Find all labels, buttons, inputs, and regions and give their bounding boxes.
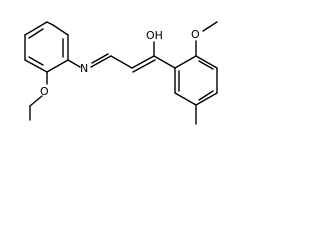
bond (46, 59, 69, 73)
ethoxy-group: O (29, 71, 49, 121)
double-bond (91, 53, 109, 64)
anisole-ring (153, 55, 218, 106)
structure-canvas: O N OH O (0, 0, 240, 146)
bond (67, 59, 81, 68)
double-bond (132, 59, 156, 73)
bond (110, 55, 133, 69)
bond (153, 55, 176, 69)
bond (131, 55, 155, 69)
bond (195, 55, 218, 69)
bond (24, 21, 48, 36)
aromatic-bond (198, 60, 214, 70)
aromatic-bond (28, 28, 44, 39)
imine-chain: N OH (67, 29, 163, 75)
hydroxyl-label: OH (146, 29, 163, 42)
aromatic-bond (198, 90, 214, 101)
bond (29, 95, 43, 107)
ethoxy-oxygen-label: O (40, 85, 49, 98)
bond (52, 24, 69, 36)
methoxy-oxygen-label: O (191, 28, 200, 41)
methoxy-group: O (191, 21, 218, 57)
bond (202, 21, 218, 32)
aromatic-bond (28, 56, 44, 66)
bond (174, 55, 197, 69)
bond (90, 55, 112, 68)
bond (46, 21, 54, 26)
chemical-structure: O N OH O (24, 21, 218, 125)
aniline-ring (24, 21, 69, 73)
bond (24, 59, 48, 73)
bond (195, 92, 218, 106)
nitrogen-label: N (80, 62, 88, 75)
bond (174, 92, 197, 106)
